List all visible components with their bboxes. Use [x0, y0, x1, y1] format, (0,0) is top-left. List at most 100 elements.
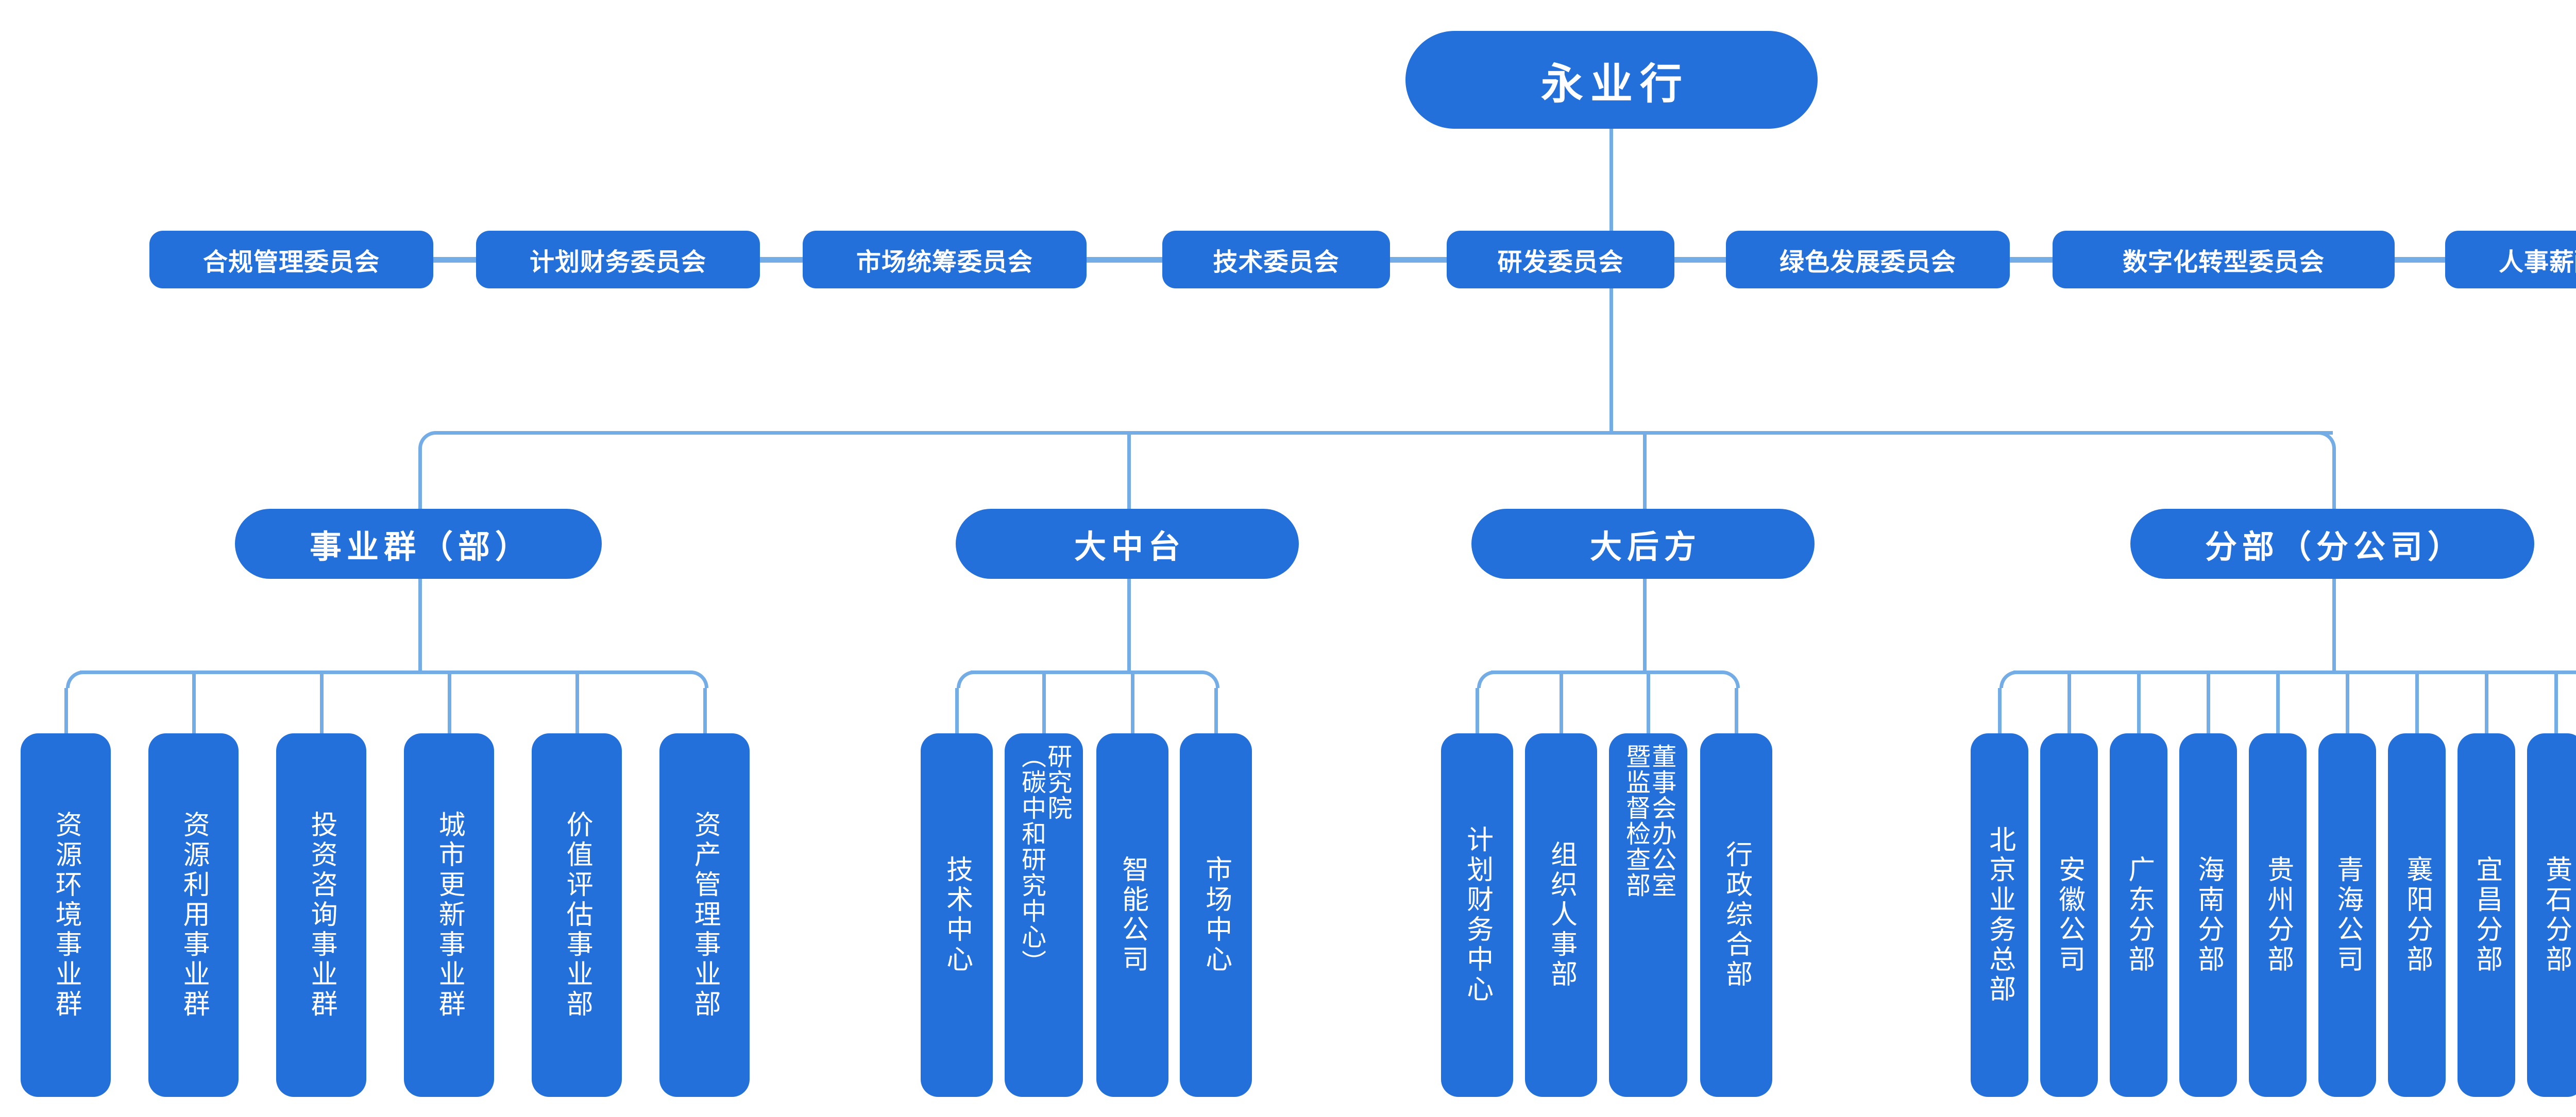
committee-node-7[interactable]: 数字化转型委员会	[2053, 231, 2395, 288]
group-node-1[interactable]: 事业群（部）	[235, 509, 602, 579]
leaf-node-label-col-b: 暨监督检查部	[1622, 744, 1649, 898]
group-stem-1	[418, 579, 422, 674]
leaf-drop-1-2	[192, 671, 196, 733]
leaf-node-label: 襄阳分部	[2402, 855, 2432, 975]
leaf-drop-4-9	[2554, 671, 2558, 733]
group-node-3[interactable]: 大后方	[1471, 509, 1815, 579]
leaf-node-4-8[interactable]: 宜昌分部	[2458, 733, 2515, 1097]
trunk-line-root-to-committees	[1609, 129, 1613, 231]
leaf-node-label: 智能公司	[1117, 855, 1148, 975]
leaf-node-label: 计划财务中心	[1462, 826, 1493, 1005]
leaf-drop-4-4	[2207, 671, 2210, 733]
leaf-node-label-col-b: （碳中和研究中心）	[1018, 744, 1045, 975]
leaf-drop-1-3	[319, 671, 324, 733]
leaf-node-1-1[interactable]: 资源环境事业群	[21, 733, 111, 1097]
leaf-bus-left-corner-4	[1999, 671, 2017, 688]
group-node-label: 大后方	[1589, 529, 1701, 565]
group-drop-2	[1127, 431, 1131, 509]
committee-connector-4	[1390, 257, 1447, 263]
leaf-node-4-2[interactable]: 安徽公司	[2040, 733, 2098, 1097]
group-node-2[interactable]: 大中台	[956, 509, 1299, 579]
leaf-node-4-4[interactable]: 海南分部	[2179, 733, 2237, 1097]
group-node-label: 事业群（部）	[309, 529, 532, 565]
leaf-node-label: 海南分部	[2193, 855, 2224, 975]
leaf-node-4-5[interactable]: 贵州分部	[2249, 733, 2307, 1097]
trunk-line-committees-to-groups	[1609, 288, 1613, 431]
committee-node-label: 合规管理委员会	[202, 249, 380, 276]
leaf-drop-4-7	[2415, 671, 2419, 733]
committee-node-label: 计划财务委员会	[529, 249, 706, 276]
leaf-bus-horizontal-3	[1491, 671, 1722, 674]
leaf-node-label: 宜昌分部	[2471, 855, 2502, 975]
committee-node-1[interactable]: 合规管理委员会	[149, 231, 433, 288]
group-stem-3	[1643, 579, 1647, 674]
committee-node-label: 绿色发展委员会	[1779, 249, 1956, 276]
committee-node-label: 人事薪酬委员会	[2498, 249, 2576, 276]
committee-connector-1	[433, 257, 476, 263]
leaf-node-3-1[interactable]: 计划财务中心	[1441, 733, 1513, 1097]
leaf-node-label-col-a: 研究院	[1043, 744, 1071, 821]
leaf-drop-4-1	[1998, 688, 2002, 733]
leaf-drop-4-8	[2485, 671, 2488, 733]
leaf-node-label: 资源利用事业群	[179, 811, 209, 1020]
committee-node-8[interactable]: 人事薪酬委员会	[2445, 231, 2576, 288]
committee-node-label: 研发委员会	[1497, 249, 1624, 276]
leaf-drop-1-6	[703, 688, 707, 733]
leaf-node-4-1[interactable]: 北京业务总部	[1971, 733, 2028, 1097]
leaf-node-4-3[interactable]: 广东分部	[2110, 733, 2167, 1097]
leaf-node-2-3[interactable]: 智能公司	[1096, 733, 1168, 1097]
committee-node-4[interactable]: 技术委员会	[1162, 231, 1390, 288]
leaf-node-label: 行政综合部	[1721, 840, 1752, 990]
leaf-drop-2-1	[955, 688, 959, 733]
leaf-node-2-4[interactable]: 市场中心	[1180, 733, 1252, 1097]
leaf-drop-1-4	[447, 671, 451, 733]
leaf-node-2-2[interactable]: 研究院（碳中和研究中心）	[1005, 733, 1083, 1097]
leaf-node-1-6[interactable]: 资产管理事业部	[659, 733, 750, 1097]
leaf-node-3-4[interactable]: 行政综合部	[1700, 733, 1772, 1097]
leaf-node-1-2[interactable]: 资源利用事业群	[148, 733, 239, 1097]
committee-node-6[interactable]: 绿色发展委员会	[1726, 231, 2010, 288]
leaf-node-label: 北京业务总部	[1985, 826, 2015, 1005]
committee-connector-2	[760, 257, 803, 263]
leaf-node-4-6[interactable]: 青海公司	[2318, 733, 2376, 1097]
leaf-node-label: 黄石分部	[2541, 855, 2571, 975]
group-bus-right-corner	[2315, 431, 2336, 452]
leaf-drop-4-2	[2067, 671, 2071, 733]
leaf-drop-1-5	[575, 671, 579, 733]
group-drop-4	[2332, 449, 2336, 509]
group-bus-horizontal	[436, 431, 2333, 435]
leaf-node-4-7[interactable]: 襄阳分部	[2388, 733, 2446, 1097]
leaf-node-2-1[interactable]: 技术中心	[921, 733, 993, 1097]
leaf-node-4-9[interactable]: 黄石分部	[2527, 733, 2576, 1097]
group-drop-1	[418, 449, 422, 509]
leaf-bus-left-corner-2	[957, 671, 974, 688]
leaf-drop-4-5	[2276, 671, 2280, 733]
leaf-node-label: 城市更新事业群	[434, 811, 465, 1020]
leaf-bus-right-corner-3	[1722, 671, 1740, 688]
leaf-node-3-3[interactable]: 董事会办公室暨监督检查部	[1609, 733, 1687, 1097]
committee-node-3[interactable]: 市场统筹委员会	[803, 231, 1087, 288]
leaf-drop-4-6	[2346, 671, 2349, 733]
leaf-bus-right-corner-1	[690, 671, 708, 688]
leaf-drop-2-4	[1214, 688, 1218, 733]
committee-node-5[interactable]: 研发委员会	[1447, 231, 1674, 288]
committee-connector-7	[2395, 257, 2445, 263]
root-node-yongyehang[interactable]: 永业行	[1405, 31, 1818, 129]
leaf-bus-horizontal-1	[79, 671, 691, 674]
group-node-label: 分部（分公司）	[2205, 529, 2465, 565]
leaf-node-1-5[interactable]: 价值评估事业部	[532, 733, 622, 1097]
leaf-drop-3-1	[1476, 688, 1479, 733]
committee-node-2[interactable]: 计划财务委员会	[476, 231, 760, 288]
group-node-4[interactable]: 分部（分公司）	[2130, 509, 2534, 579]
committee-connector-3	[1087, 257, 1162, 263]
leaf-drop-2-3	[1131, 671, 1134, 733]
leaf-node-1-4[interactable]: 城市更新事业群	[404, 733, 494, 1097]
leaf-node-label: 贵州分部	[2263, 855, 2293, 975]
leaf-node-3-2[interactable]: 组织人事部	[1525, 733, 1597, 1097]
committee-connector-6	[2010, 257, 2053, 263]
group-node-label: 大中台	[1074, 529, 1185, 565]
leaf-node-label: 广东分部	[2124, 855, 2154, 975]
committee-node-label: 市场统筹委员会	[856, 249, 1033, 276]
leaf-drop-3-3	[1647, 671, 1650, 733]
leaf-node-1-3[interactable]: 投资咨询事业群	[276, 733, 366, 1097]
